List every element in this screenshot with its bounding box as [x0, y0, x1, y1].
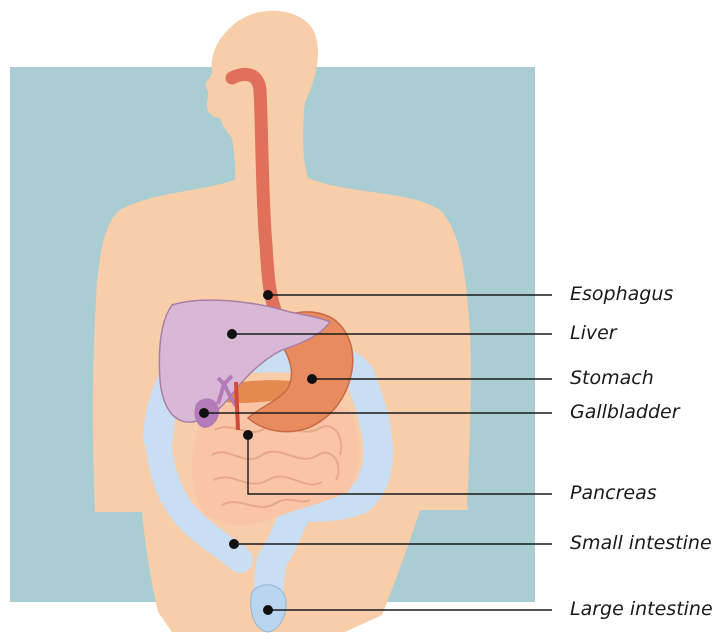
blood-vessel: [236, 382, 238, 430]
pointer-dot-gallbladder: [199, 408, 209, 418]
pointer-dot-large-intestine: [263, 605, 273, 615]
label-pancreas: Pancreas: [570, 484, 657, 503]
pointer-dot-stomach: [307, 374, 317, 384]
pointer-dot-small-intestine: [229, 539, 239, 549]
label-liver: Liver: [570, 324, 617, 343]
label-gallbladder: Gallbladder: [570, 403, 680, 422]
pointer-dot-esophagus: [263, 290, 273, 300]
label-large-intestine: Large intestine: [570, 600, 713, 619]
pointer-dot-liver: [227, 329, 237, 339]
pointer-dot-pancreas: [243, 430, 253, 440]
label-small-intestine: Small intestine: [570, 534, 712, 553]
label-esophagus: Esophagus: [570, 285, 673, 304]
label-stomach: Stomach: [570, 369, 654, 388]
